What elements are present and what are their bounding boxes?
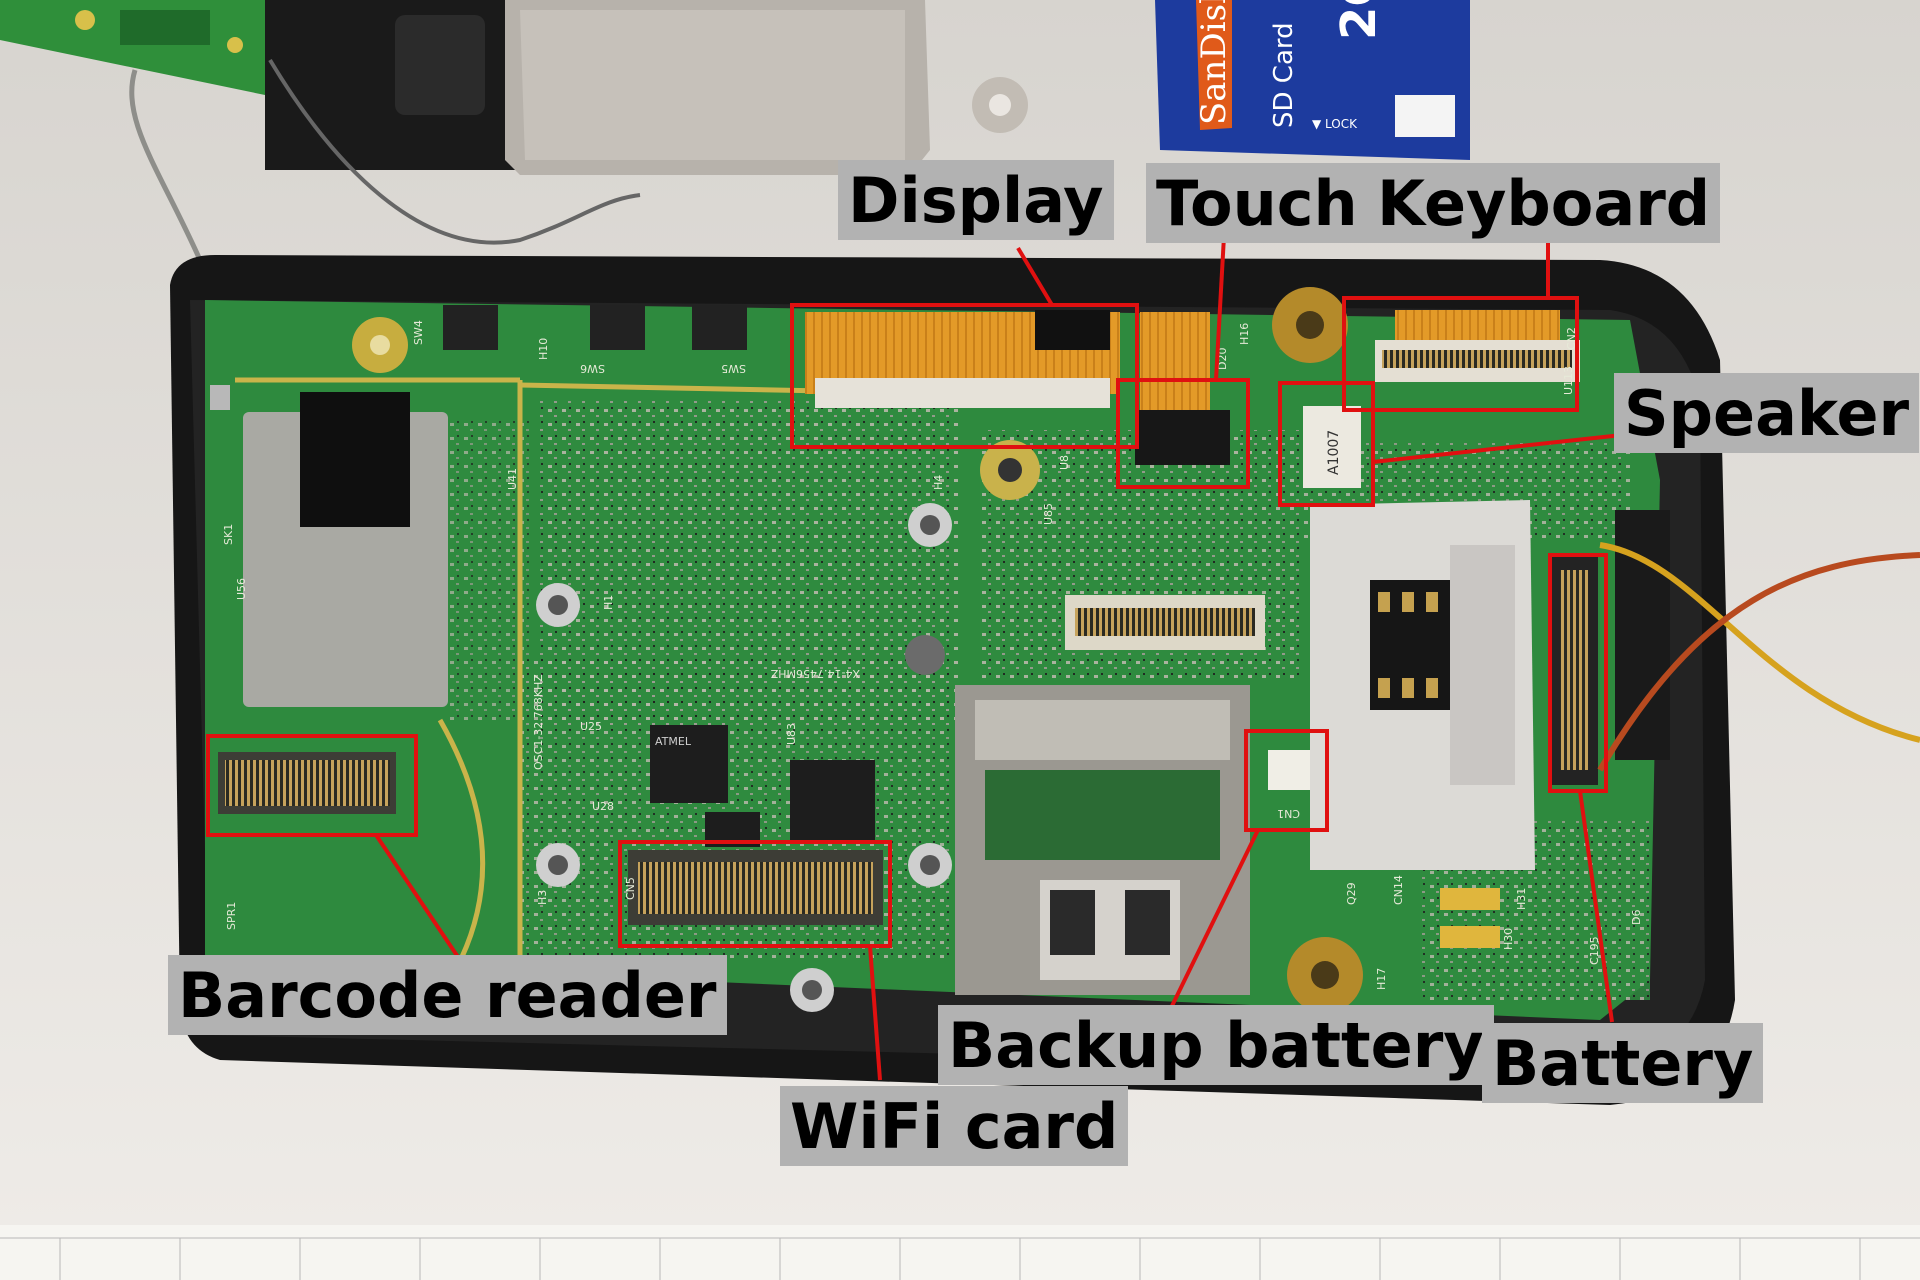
silk-cn14: CN14 xyxy=(1392,875,1405,905)
test-pads xyxy=(1440,888,1500,948)
mounting-holes xyxy=(536,440,1363,1013)
display-leader xyxy=(1016,246,1054,307)
speaker-box xyxy=(1278,381,1375,507)
sd-card-brand: SanDisk xyxy=(1194,0,1234,125)
barcode-box xyxy=(206,734,418,837)
red-wire xyxy=(1597,552,1920,772)
highlight-boxes xyxy=(206,296,1608,948)
silk-d6: D6 xyxy=(1630,910,1643,925)
silk-sw5: SW5 xyxy=(721,362,746,375)
sim-holder xyxy=(1310,500,1535,870)
touch-box xyxy=(1116,378,1250,489)
yellow-wire xyxy=(1599,542,1920,743)
silk-u28: U28 xyxy=(592,800,614,813)
backup-battery-cell xyxy=(1268,750,1310,790)
battery-label: Battery xyxy=(1482,1023,1764,1103)
speaker-leader xyxy=(1372,433,1623,464)
battery-box xyxy=(1548,553,1608,793)
silk-c195: C195 xyxy=(1588,936,1601,965)
flex-cable xyxy=(268,58,641,245)
silk-cn5: CN5 xyxy=(624,877,637,900)
silkscreen-labels: SW4 SW6 SW5 H10 H16 SK1 U56 U41 H1 H4 H3… xyxy=(222,320,1643,990)
wifi-connector xyxy=(628,850,883,925)
shield-can xyxy=(210,385,448,707)
keyboard-label: Keyboard xyxy=(1367,163,1721,243)
sd-card-type: SD Card xyxy=(1269,22,1299,128)
backup-battery-box xyxy=(1244,729,1329,832)
silk-osc1: OSC1-32.768KHZ xyxy=(532,674,545,770)
silk-h1: H1 xyxy=(602,595,615,610)
backup-battery-leader xyxy=(1168,829,1260,1011)
display-label: Display xyxy=(838,160,1114,240)
leader-lines xyxy=(374,235,1623,1081)
silk-spr1: SPR1 xyxy=(225,902,238,930)
touch-connector xyxy=(1135,312,1230,465)
tactile-switches xyxy=(352,305,747,373)
silk-cn1: CN1 xyxy=(1277,807,1300,820)
barcode-reader-label: Barcode reader xyxy=(168,955,727,1035)
silk-h10: H10 xyxy=(537,338,550,360)
touch-label: Touch xyxy=(1146,163,1368,243)
silk-h4: H4 xyxy=(932,475,945,490)
sd-card: SanDisk SD Card ▼ LOCK 2G xyxy=(1155,0,1470,160)
speaker-part-number: A1007 xyxy=(1326,430,1342,475)
ruler-strip xyxy=(0,1225,1920,1280)
silk-u25: U25 xyxy=(580,720,602,733)
camera-module xyxy=(265,0,1028,175)
silk-sw6: SW6 xyxy=(580,362,605,375)
silk-h31: H31 xyxy=(1515,888,1528,910)
silk-cn2: CN2 xyxy=(1565,327,1578,350)
touch-leader xyxy=(1214,235,1226,381)
silk-u56: U56 xyxy=(235,578,248,600)
silk-h30: H30 xyxy=(1502,928,1515,950)
silk-u41: U41 xyxy=(506,468,519,490)
wifi-leader xyxy=(868,945,882,1081)
ruler-grid xyxy=(0,1237,1920,1280)
keyboard-connector xyxy=(1375,310,1580,382)
display-connector xyxy=(805,310,1120,408)
battery-leader xyxy=(1578,790,1614,1023)
wifi-card-label: WiFi card xyxy=(780,1086,1129,1166)
silk-x4: X4-14.7456MHZ xyxy=(770,667,860,680)
barcode-connector xyxy=(218,752,396,814)
silk-u8: U8 xyxy=(1058,455,1071,470)
silk-h16: H16 xyxy=(1238,323,1251,345)
display-box xyxy=(790,303,1139,449)
speaker-component: A1007 xyxy=(1303,406,1361,488)
sd-card-capacity: 2G xyxy=(1331,0,1387,40)
silk-q29: Q29 xyxy=(1345,882,1358,905)
battery-contacts xyxy=(1550,555,1598,785)
side-battery-well xyxy=(1615,510,1670,760)
silk-h17: H17 xyxy=(1375,968,1388,990)
silk-u113: U113 xyxy=(1562,366,1575,395)
sd-card-slot xyxy=(955,685,1250,995)
barcode-leader xyxy=(374,833,462,962)
silk-sw4: SW4 xyxy=(412,320,425,345)
backup-battery-label: Backup battery xyxy=(938,1005,1494,1085)
mid-board-connector xyxy=(1065,595,1265,650)
silk-u85: U85 xyxy=(1042,503,1055,525)
detached-pcb xyxy=(0,0,300,95)
keyboard-box xyxy=(1342,296,1579,412)
ic-atmel-label: ATMEL xyxy=(655,735,692,748)
silk-h3: H3 xyxy=(536,890,549,905)
wifi-box xyxy=(618,840,892,948)
silk-sk1: SK1 xyxy=(222,524,235,545)
silk-u83: U83 xyxy=(785,723,798,745)
sd-card-lock: ▼ LOCK xyxy=(1312,117,1358,131)
speaker-label: Speaker xyxy=(1614,373,1920,453)
